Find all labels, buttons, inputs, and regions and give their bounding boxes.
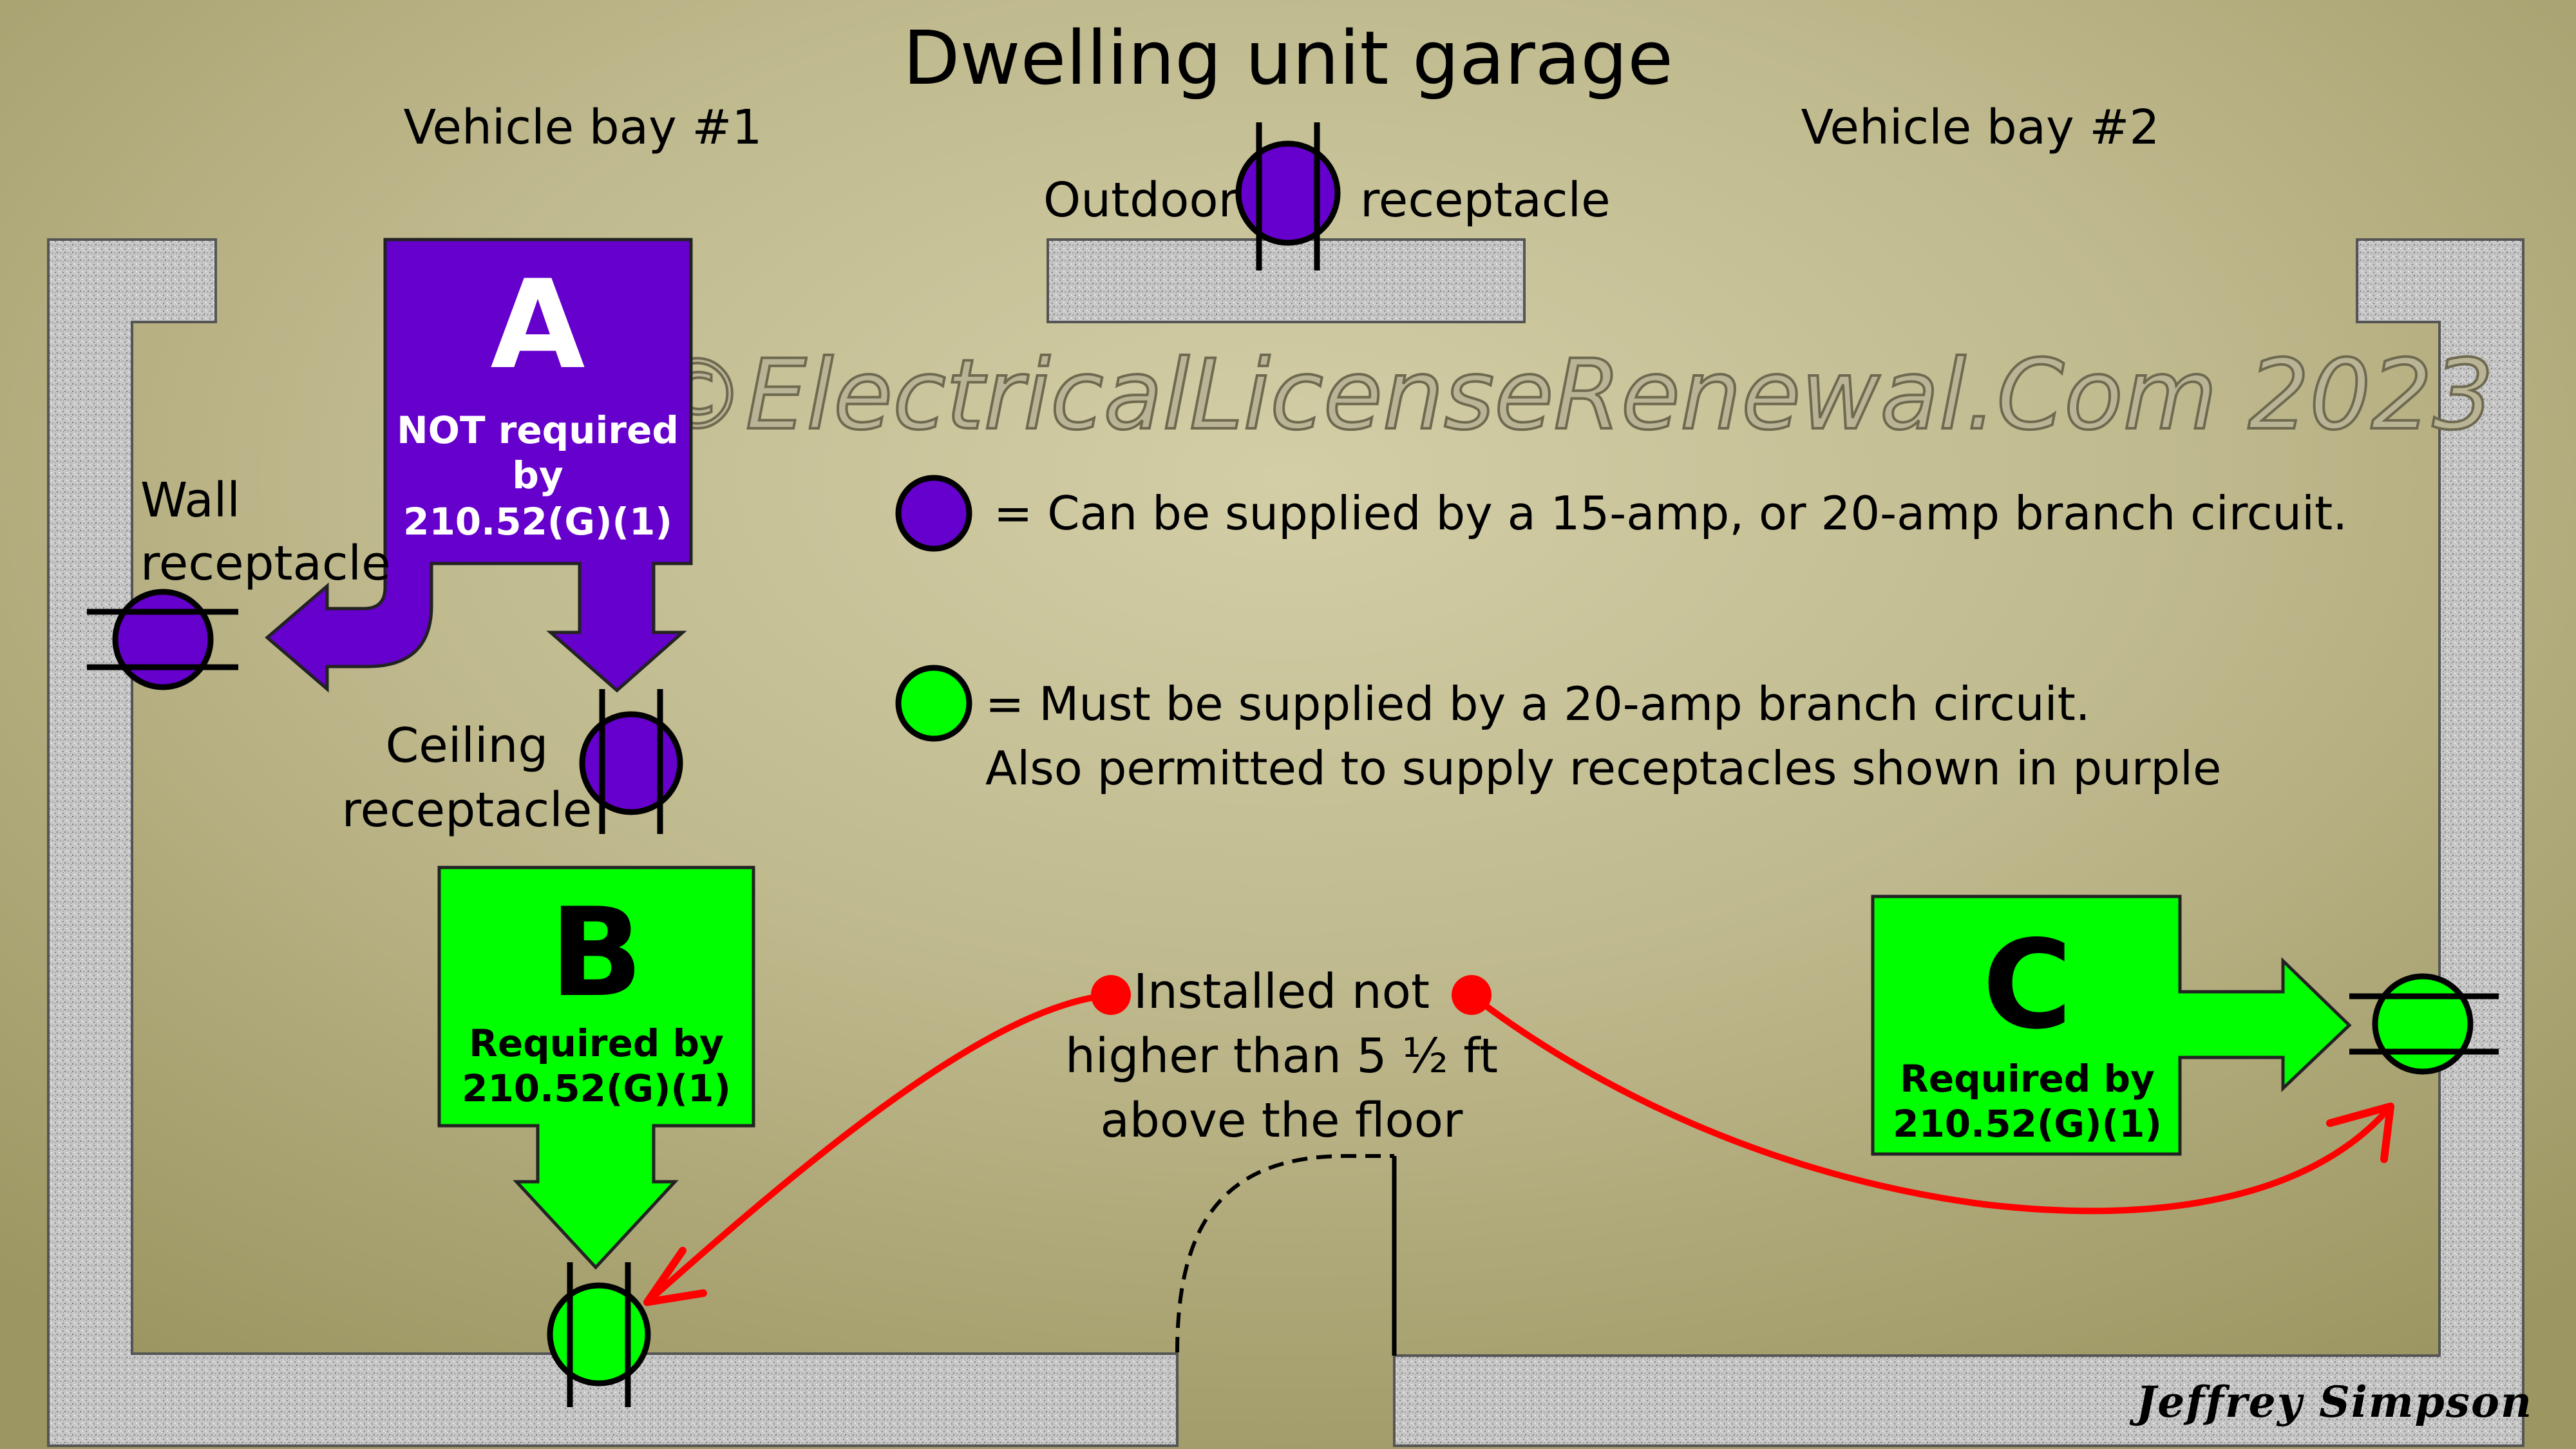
box-a-line2: by (512, 453, 563, 497)
box-a: A NOT required by 210.52(G)(1) (265, 238, 693, 693)
bay2-label: Vehicle bay #2 (1801, 100, 2160, 155)
height-note-line3: above the floor (1101, 1093, 1464, 1148)
box-c-letter: C (1982, 914, 2072, 1056)
box-a-line3: 210.52(G)(1) (403, 500, 672, 544)
signature: Jeffrey Simpson (2129, 1377, 2533, 1427)
wall-receptacle-c-icon (2349, 973, 2499, 1075)
left-wall (47, 238, 1179, 1447)
outdoor-label-right: receptacle (1360, 173, 1611, 228)
outdoor-receptacle-icon (1235, 122, 1341, 270)
wall-label-line2: receptacle (140, 536, 391, 591)
box-a-letter: A (490, 254, 585, 396)
legend-purple-text: = Can be supplied by a 15-amp, or 20-amp… (994, 486, 2347, 540)
watermark: ©ElectricalLicenseRenewal.Com 2023 (649, 339, 2494, 451)
box-c-line1: Required by (1900, 1057, 2155, 1101)
legend-purple-swatch (895, 475, 972, 552)
box-c-line2: 210.52(G)(1) (1893, 1102, 2162, 1146)
bay1-label: Vehicle bay #1 (404, 100, 762, 155)
red-indicator-left (643, 975, 1131, 1306)
box-a-line1: NOT required (397, 408, 679, 452)
legend-green-swatch (895, 665, 972, 742)
front-wall-segment (1046, 238, 1526, 323)
door-swing-arc (1175, 1154, 1394, 1353)
outdoor-label-left: Outdoor (1043, 173, 1238, 228)
floor-receptacle-b-icon (547, 1262, 651, 1407)
height-note-line2: higher than 5 ½ ft (1065, 1028, 1498, 1084)
legend-green-line1: = Must be supplied by a 20-amp branch ci… (985, 677, 2090, 731)
legend-green-line2: Also permitted to supply receptacles sho… (985, 741, 2221, 795)
box-b-line2: 210.52(G)(1) (462, 1066, 731, 1110)
page-title: Dwelling unit garage (903, 15, 1673, 102)
ceiling-label-line2: receptacle (342, 782, 592, 838)
box-b-line1: Required by (469, 1021, 724, 1065)
box-c: C Required by 210.52(G)(1) (1871, 895, 2352, 1156)
box-b-letter: B (550, 882, 643, 1024)
red-indicator-right (1452, 975, 2394, 1215)
height-note-line1: Installed not (1133, 964, 1430, 1019)
box-b: B Required by 210.52(G)(1) (437, 866, 755, 1270)
wall-receptacle-icon (87, 589, 238, 690)
ceiling-label-line1: Ceiling (386, 718, 549, 773)
ceiling-receptacle-icon (579, 689, 683, 834)
wall-label-line1: Wall (140, 473, 240, 528)
